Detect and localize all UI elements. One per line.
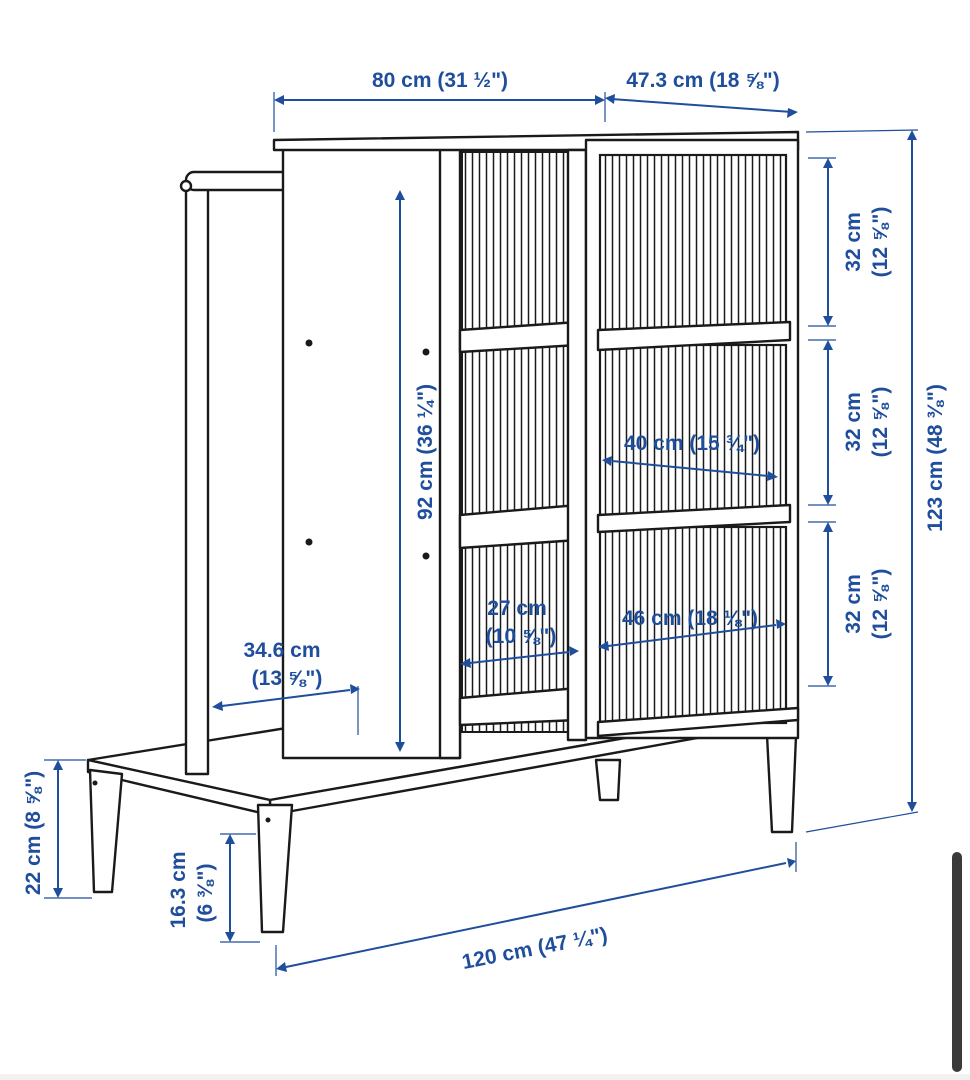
label-section-1: 32 cm xyxy=(842,212,865,272)
drawer-3 xyxy=(598,525,788,725)
drawer-rail-3 xyxy=(596,706,800,738)
leg-back-right xyxy=(594,758,622,802)
label-base-height: 22 cm (8 ⅝") xyxy=(22,771,45,895)
dim-line-depth xyxy=(610,98,793,113)
dim-line-shelf-depth xyxy=(611,460,769,477)
label-section-2: 32 cm xyxy=(842,392,865,452)
label-drawer: 46 cm (18 ⅛") xyxy=(622,607,758,630)
drawer-1 xyxy=(598,153,788,335)
label-open-section: 34.6 cm xyxy=(243,639,320,662)
drawer-rail-2 xyxy=(596,503,792,534)
scrollbar[interactable] xyxy=(952,852,962,1072)
label-section-1-in: (12 ⅝") xyxy=(869,207,892,278)
label-section-3-in: (12 ⅝") xyxy=(869,569,892,640)
screw-dot xyxy=(265,817,271,823)
dim-line-drawer xyxy=(607,624,777,647)
dim-line-small-shelf xyxy=(469,651,570,664)
leg-back-left xyxy=(88,768,124,894)
cabinet-inner-edge xyxy=(438,146,462,760)
leg-front-left xyxy=(256,803,294,934)
label-base-width: 120 cm (47 ¼") xyxy=(460,923,609,974)
label-open-section-in: (13 ⅝") xyxy=(252,667,323,690)
hole-dot xyxy=(422,348,430,356)
rail-end-cap xyxy=(179,179,193,193)
drawer-rail-1 xyxy=(596,320,792,352)
bottom-edge xyxy=(0,1074,970,1080)
label-width-total: 80 cm (31 ½") xyxy=(372,69,508,92)
hole-dot xyxy=(422,552,430,560)
label-clearance: 16.3 cm xyxy=(167,851,190,928)
label-total-height: 123 cm (48 ⅜") xyxy=(924,384,947,532)
label-clearance-in: (6 ⅜") xyxy=(194,864,217,923)
drawer-2 xyxy=(598,343,788,517)
screw-dot xyxy=(92,780,98,786)
inner-slat-back xyxy=(461,151,579,733)
label-small-shelf: 27 cm xyxy=(487,597,547,620)
rail-upright xyxy=(184,184,210,776)
dim-line-base-width xyxy=(285,862,787,968)
label-depth: 47.3 cm (18 ⅝") xyxy=(626,69,780,92)
label-small-shelf-in: (10 ⅝") xyxy=(486,625,557,648)
label-section-2-in: (12 ⅝") xyxy=(869,387,892,458)
hole-dot xyxy=(305,339,313,347)
dim-line-open-section xyxy=(221,689,351,707)
label-shelf-depth: 40 cm (15 ¾") xyxy=(624,432,760,455)
hole-dot xyxy=(305,538,313,546)
furniture-drawing xyxy=(86,130,800,934)
label-inner-height: 92 cm (36 ¼") xyxy=(414,384,437,520)
label-section-3: 32 cm xyxy=(842,574,865,634)
